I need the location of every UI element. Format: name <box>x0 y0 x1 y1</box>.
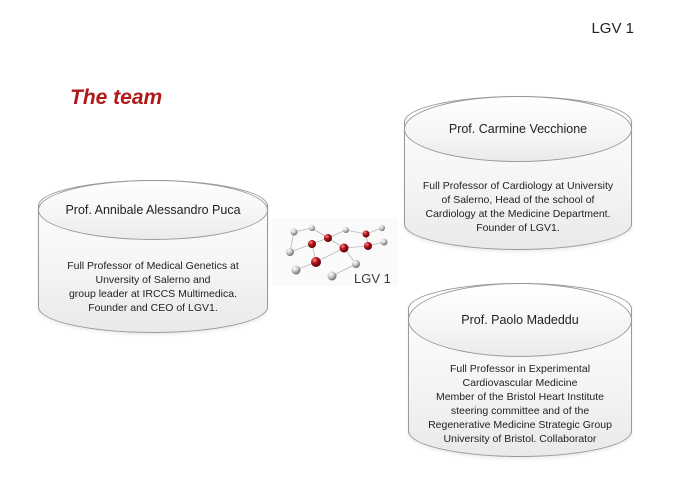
desc-line: Cardiology at the Medicine Department. <box>425 208 611 220</box>
desc-line: Member of the Bristol Heart Institute <box>435 391 605 403</box>
slide-label: LGV 1 <box>591 20 634 37</box>
member-description: Full Professor in Experimental Cardiovas… <box>417 362 623 446</box>
desc-line: University of Bristol. Collaborator <box>443 433 597 445</box>
desc-line: group leader at IRCCS Multimedica. <box>68 288 238 300</box>
desc-line: Unversity of Salerno and <box>95 274 211 286</box>
page-title: The team <box>70 86 163 109</box>
desc-line: of Salerno, Head of the school of <box>441 194 595 206</box>
desc-line: Full Professor in Experimental <box>449 363 591 375</box>
network-image <box>272 218 398 286</box>
desc-line: Founder and CEO of LGV1. <box>88 302 218 314</box>
network-graph-icon <box>286 225 388 281</box>
desc-line: Regenerative Medicine Strategic Group <box>428 419 612 431</box>
member-name: Prof. Annibale Alessandro Puca <box>65 203 241 217</box>
card-header: Prof. Paolo Madeddu <box>408 283 632 357</box>
desc-line: steering committee and of the <box>450 405 590 417</box>
team-card-madeddu: Prof. Paolo Madeddu Full Professor in Ex… <box>408 283 632 457</box>
network-image-label: LGV 1 <box>354 271 391 286</box>
member-description: Full Professor of Medical Genetics at Un… <box>47 259 259 315</box>
desc-line: Founder of LGV1. <box>476 222 560 234</box>
team-card-vecchione: Prof. Carmine Vecchione Full Professor o… <box>404 96 632 250</box>
desc-line: Full Professor of Medical Genetics at <box>67 260 239 272</box>
member-name: Prof. Carmine Vecchione <box>448 122 588 136</box>
desc-line: Cardiovascular Medicine <box>462 377 578 389</box>
member-description: Full Professor of Cardiology at Universi… <box>413 179 623 235</box>
card-header: Prof. Annibale Alessandro Puca <box>38 180 268 240</box>
member-name: Prof. Paolo Madeddu <box>461 313 579 327</box>
team-card-puca: Prof. Annibale Alessandro Puca Full Prof… <box>38 180 268 333</box>
card-header: Prof. Carmine Vecchione <box>404 96 632 162</box>
desc-line: Full Professor of Cardiology at Universi… <box>422 180 614 192</box>
